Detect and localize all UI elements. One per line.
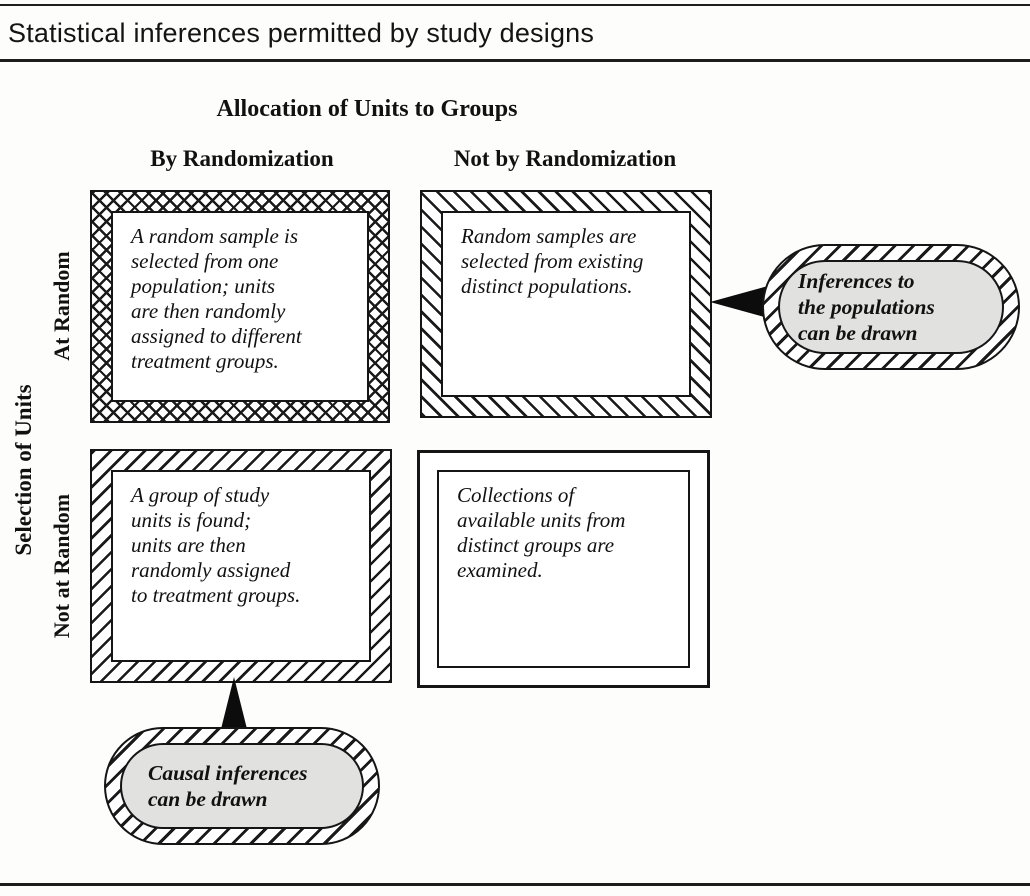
top-rule — [0, 4, 1030, 6]
figure-title: Statistical inferences permitted by stud… — [8, 18, 595, 48]
callout-arrow-left-icon — [710, 286, 768, 318]
title-rule — [0, 59, 1030, 62]
callout-text: Causal inferences can be drawn — [148, 761, 308, 811]
column-header-not-by-randomization: Not by Randomization — [453, 146, 677, 171]
cell-text: Collections of available units from dist… — [457, 483, 626, 582]
cell-text: A group of study units is found; units a… — [131, 483, 301, 607]
row-header-not-at-random: Not at Random — [49, 493, 74, 639]
cell-not-at-random-by-randomization: A group of study units is found; units a… — [90, 449, 392, 683]
callout-text: Inferences to the populations can be dra… — [798, 269, 935, 345]
cell-content-panel: Collections of available units from dist… — [437, 470, 690, 668]
cell-content-panel: A group of study units is found; units a… — [111, 470, 371, 662]
callout-bubble: Inferences to the populations can be dra… — [778, 260, 1004, 354]
callout-population-inferences: Inferences to the populations can be dra… — [762, 244, 1020, 370]
row-axis-title: Selection of Units — [11, 384, 36, 556]
callout-arrow-up-icon — [221, 677, 247, 729]
callout-causal-inferences: Causal inferences can be drawn — [104, 727, 380, 845]
column-header-by-randomization: By Randomization — [150, 146, 334, 171]
bottom-rule — [0, 883, 1030, 886]
cell-content-panel: Random samples are selected from existin… — [441, 211, 691, 397]
cell-at-random-by-randomization: A random sample is selected from one pop… — [90, 190, 390, 423]
cell-content-panel: A random sample is selected from one pop… — [111, 211, 369, 402]
cell-at-random-not-by-randomization: Random samples are selected from existin… — [420, 190, 712, 418]
cell-not-at-random-not-by-randomization: Collections of available units from dist… — [417, 450, 710, 688]
cell-text: Random samples are selected from existin… — [461, 224, 644, 298]
cell-text: A random sample is selected from one pop… — [131, 224, 302, 373]
column-axis-title: Allocation of Units to Groups — [216, 96, 518, 122]
callout-bubble: Causal inferences can be drawn — [120, 743, 364, 829]
row-header-at-random: At Random — [49, 251, 74, 361]
